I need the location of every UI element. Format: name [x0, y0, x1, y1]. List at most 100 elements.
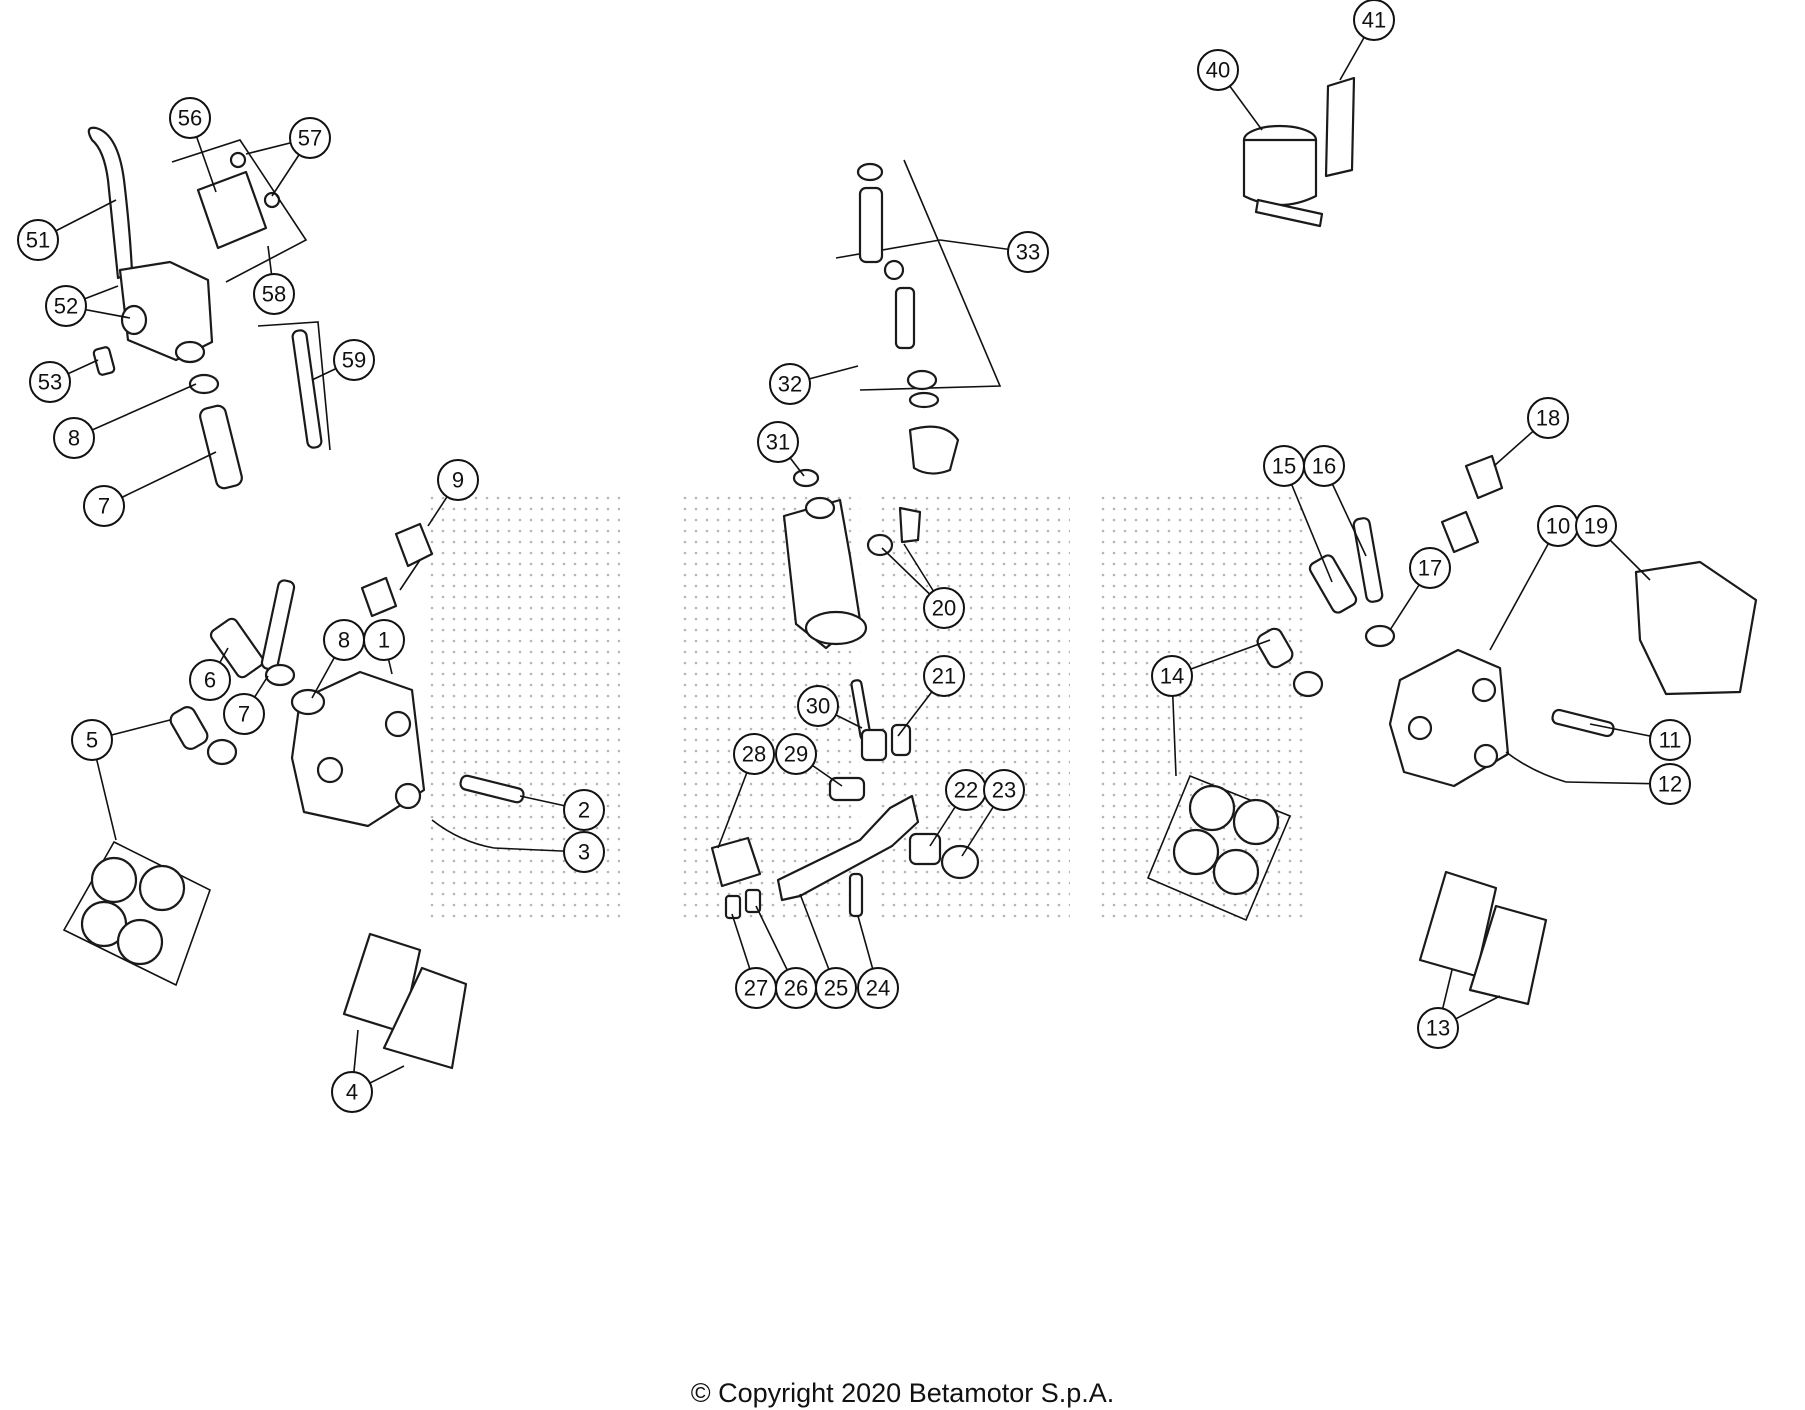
callout-label: 7	[238, 702, 250, 727]
callout-label: 51	[26, 228, 50, 253]
callout-16: 16	[1303, 445, 1345, 487]
bleeder	[1256, 627, 1294, 669]
callout-19: 19	[1575, 505, 1617, 547]
callout-11: 11	[1649, 719, 1691, 761]
callout-label: 16	[1312, 454, 1336, 479]
callout-label: 53	[38, 370, 62, 395]
callout-label: 58	[262, 282, 286, 307]
leader-line	[1489, 525, 1559, 651]
brake-pedal	[776, 794, 920, 902]
callout-57: 57	[289, 117, 331, 159]
callout-label: 29	[784, 742, 808, 767]
bleed-screw	[92, 346, 116, 376]
pad-b	[382, 966, 468, 1070]
callout-1: 1	[363, 619, 405, 661]
callout-21: 21	[923, 655, 965, 697]
callout-label: 11	[1659, 728, 1682, 753]
callout-18: 18	[1527, 397, 1569, 439]
reservoir-group	[1242, 76, 1356, 228]
callout-label: 56	[178, 106, 202, 131]
callout-label: 28	[742, 742, 766, 767]
callout-label: 18	[1536, 406, 1560, 431]
callout-28: 28	[733, 733, 775, 775]
callout-label: 41	[1362, 8, 1386, 33]
callout-label: 8	[68, 426, 80, 451]
pad-a	[342, 932, 422, 1034]
callout-10: 10	[1537, 505, 1579, 547]
callout-label: 40	[1206, 58, 1230, 83]
callout-label: 3	[578, 840, 590, 865]
callout-label: 21	[932, 664, 956, 689]
callout-label: 9	[452, 468, 464, 493]
callout-label: 12	[1658, 772, 1682, 797]
callout-label: 25	[824, 976, 848, 1001]
callout-label: 59	[342, 348, 366, 373]
callout-23: 23	[983, 769, 1025, 811]
callout-label: 19	[1584, 514, 1608, 539]
callout-label: 2	[578, 798, 590, 823]
spring	[1352, 517, 1384, 603]
callout-2: 2	[563, 789, 605, 831]
fluid-reservoir	[1242, 138, 1318, 206]
spring	[858, 186, 884, 264]
spring	[260, 579, 296, 671]
callout-31: 31	[757, 421, 799, 463]
callout-22: 22	[945, 769, 987, 811]
callout-label: 7	[98, 494, 110, 519]
caliper-bolt	[209, 617, 265, 679]
washer	[188, 373, 220, 395]
callout-6: 6	[189, 659, 231, 701]
callout-15: 15	[1263, 445, 1305, 487]
pad-b	[1468, 904, 1548, 1006]
copyright-text: © Copyright 2020 Betamotor S.p.A.	[690, 1378, 1115, 1408]
callout-53: 53	[29, 361, 71, 403]
callout-label: 5	[86, 728, 98, 753]
caliper-bracket	[1634, 560, 1758, 696]
callout-label: 8	[338, 628, 350, 653]
callout-33: 33	[1007, 231, 1049, 273]
callout-20: 20	[923, 587, 965, 629]
callout-30: 30	[797, 685, 839, 727]
callout-label: 15	[1272, 454, 1296, 479]
master-cylinder-body	[118, 260, 214, 362]
right-caliper-group	[1146, 454, 1758, 1006]
left-caliper	[290, 670, 426, 828]
callout-27: 27	[735, 967, 777, 1009]
pin	[1551, 708, 1615, 738]
callout-7: 7	[83, 485, 125, 527]
callout-label: 24	[866, 976, 890, 1001]
callout-52: 52	[45, 285, 87, 327]
callout-17: 17	[1409, 547, 1451, 589]
callout-5: 5	[71, 719, 113, 761]
callout-8: 8	[53, 417, 95, 459]
callout-label: 14	[1160, 664, 1184, 689]
callout-label: 1	[378, 628, 390, 653]
callout-label: 4	[346, 1080, 358, 1105]
callout-label: 6	[204, 668, 216, 693]
callout-25: 25	[815, 967, 857, 1009]
callout-label: 31	[766, 430, 790, 455]
callout-label: 10	[1546, 514, 1570, 539]
pedal-tip	[710, 836, 762, 888]
callout-26: 26	[775, 967, 817, 1009]
callout-7: 7	[223, 693, 265, 735]
callout-29: 29	[775, 733, 817, 775]
caliper-bolt	[1308, 554, 1358, 614]
callout-8: 8	[323, 619, 365, 661]
callout-9: 9	[437, 459, 479, 501]
callout-label: 33	[1016, 240, 1040, 265]
callout-59: 59	[333, 339, 375, 381]
piston-kit	[291, 329, 323, 449]
callout-label: 22	[954, 778, 978, 803]
callout-58: 58	[253, 273, 295, 315]
callout-label: 26	[784, 976, 808, 1001]
callout-label: 27	[744, 976, 768, 1001]
leader-line	[73, 383, 197, 439]
front-master-cylinder-group	[87, 126, 331, 490]
reservoir-cap	[196, 170, 268, 250]
callout-32: 32	[769, 363, 811, 405]
callout-label: 13	[1426, 1016, 1450, 1041]
callout-label: 23	[992, 778, 1016, 803]
